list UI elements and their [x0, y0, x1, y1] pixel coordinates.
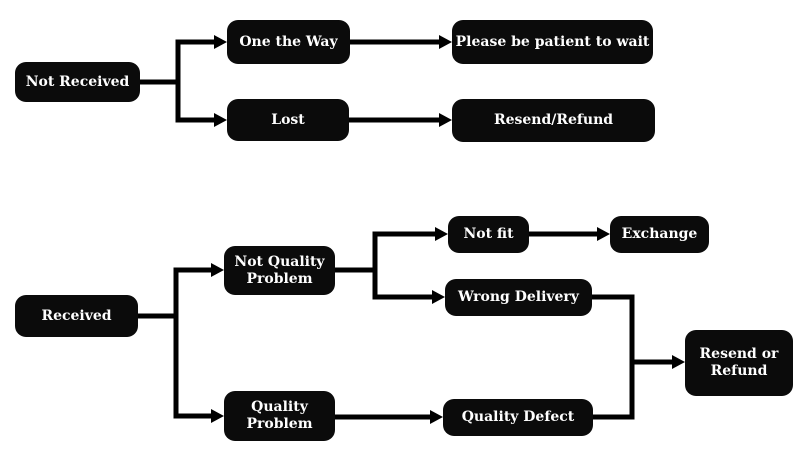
node-received: Received	[15, 295, 138, 337]
arrowhead-to-resend-refund	[439, 113, 452, 127]
node-not-received: Not Received	[15, 62, 140, 102]
node-one-the-way: One the Way	[227, 20, 350, 64]
node-wrong-delivery: Wrong Delivery	[445, 279, 592, 316]
arrowhead-to-lost	[214, 113, 227, 127]
arrowhead-to-wrong-delivery	[432, 290, 445, 304]
arrowhead-to-resend-or-refund	[672, 355, 685, 369]
node-quality-problem: Quality Problem	[224, 391, 335, 441]
arrowhead-to-one-the-way	[214, 35, 227, 49]
arrowhead-to-not-quality-problem	[211, 263, 224, 277]
arrowhead-to-please-wait	[439, 35, 452, 49]
arrowhead-to-quality-problem	[211, 409, 224, 423]
edge-merge-to-resend-or-refund	[587, 294, 673, 420]
node-lost: Lost	[227, 99, 349, 141]
arrowhead-to-exchange	[597, 227, 610, 241]
edge-received-branch	[133, 267, 212, 419]
arrowhead-to-quality-defect	[430, 410, 443, 424]
edge-not-quality-problem-branch	[330, 231, 436, 300]
node-resend-refund: Resend/Refund	[452, 99, 655, 142]
node-exchange: Exchange	[610, 216, 709, 253]
edge-not-received-branch	[135, 39, 215, 123]
node-not-fit: Not fit	[448, 216, 529, 253]
arrowhead-to-not-fit	[435, 227, 448, 241]
node-please-wait: Please be patient to wait	[452, 20, 653, 64]
node-resend-or-refund: Resend or Refund	[685, 330, 793, 396]
node-quality-defect: Quality Defect	[443, 399, 593, 436]
node-not-quality-problem: Not Quality Problem	[224, 246, 335, 295]
